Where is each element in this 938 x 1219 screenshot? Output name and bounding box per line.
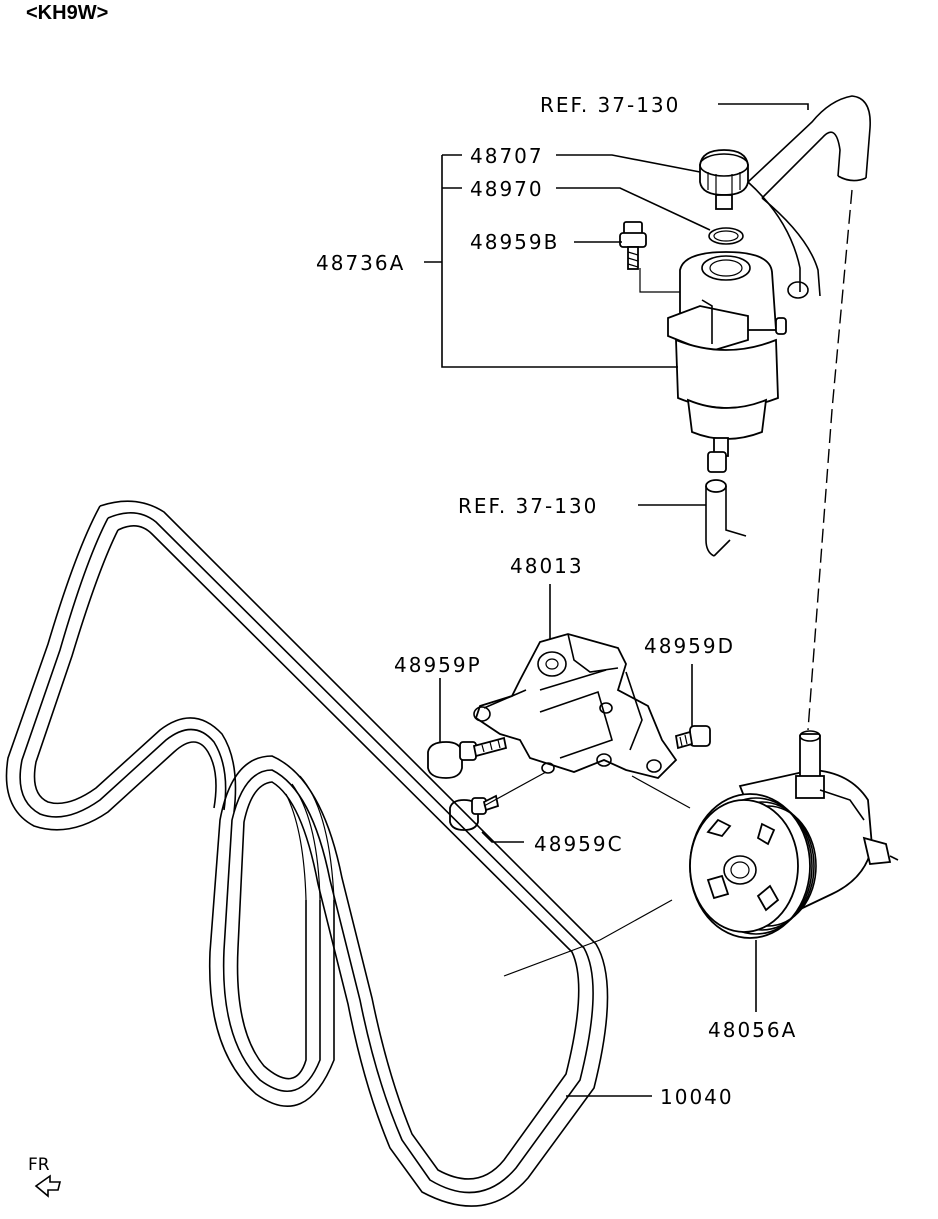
return-hose [747,95,871,299]
callout-48959P: 48959P [394,653,482,677]
callout-48707: 48707 [470,144,544,168]
o-ring-icon [708,227,744,245]
front-direction-arrow-icon [34,1174,62,1198]
callout-48970: 48970 [470,177,544,201]
callout-48959D: 48959D [644,634,735,658]
feed-hose [705,479,747,557]
model-code-label: <KH9W> [26,2,109,24]
callout-48736A: 48736A [316,251,405,275]
drive-belt-icon [5,500,609,1207]
bolt-c-icon [449,771,691,831]
bolt-b-icon [619,221,647,270]
front-label: FR [28,1155,50,1175]
callout-48013: 48013 [510,554,584,578]
reservoir-body-icon [639,251,787,473]
bolt-p-icon [427,736,508,779]
pump-bracket-icon [473,633,678,779]
leader-lines [439,103,809,1097]
callout-ref-top: REF. 37-130 [540,93,680,117]
reservoir-cap-icon [699,149,749,210]
hose-route-line [807,189,853,731]
callout-10040: 10040 [660,1085,734,1109]
callout-48959B: 48959B [470,230,559,254]
callout-ref-mid: REF. 37-130 [458,494,598,518]
callout-48959C: 48959C [534,832,624,856]
bolt-d-icon [674,725,711,750]
power-steering-pump-icon [503,730,899,977]
callout-48056A: 48056A [708,1018,797,1042]
assembly-bracket [424,154,678,368]
